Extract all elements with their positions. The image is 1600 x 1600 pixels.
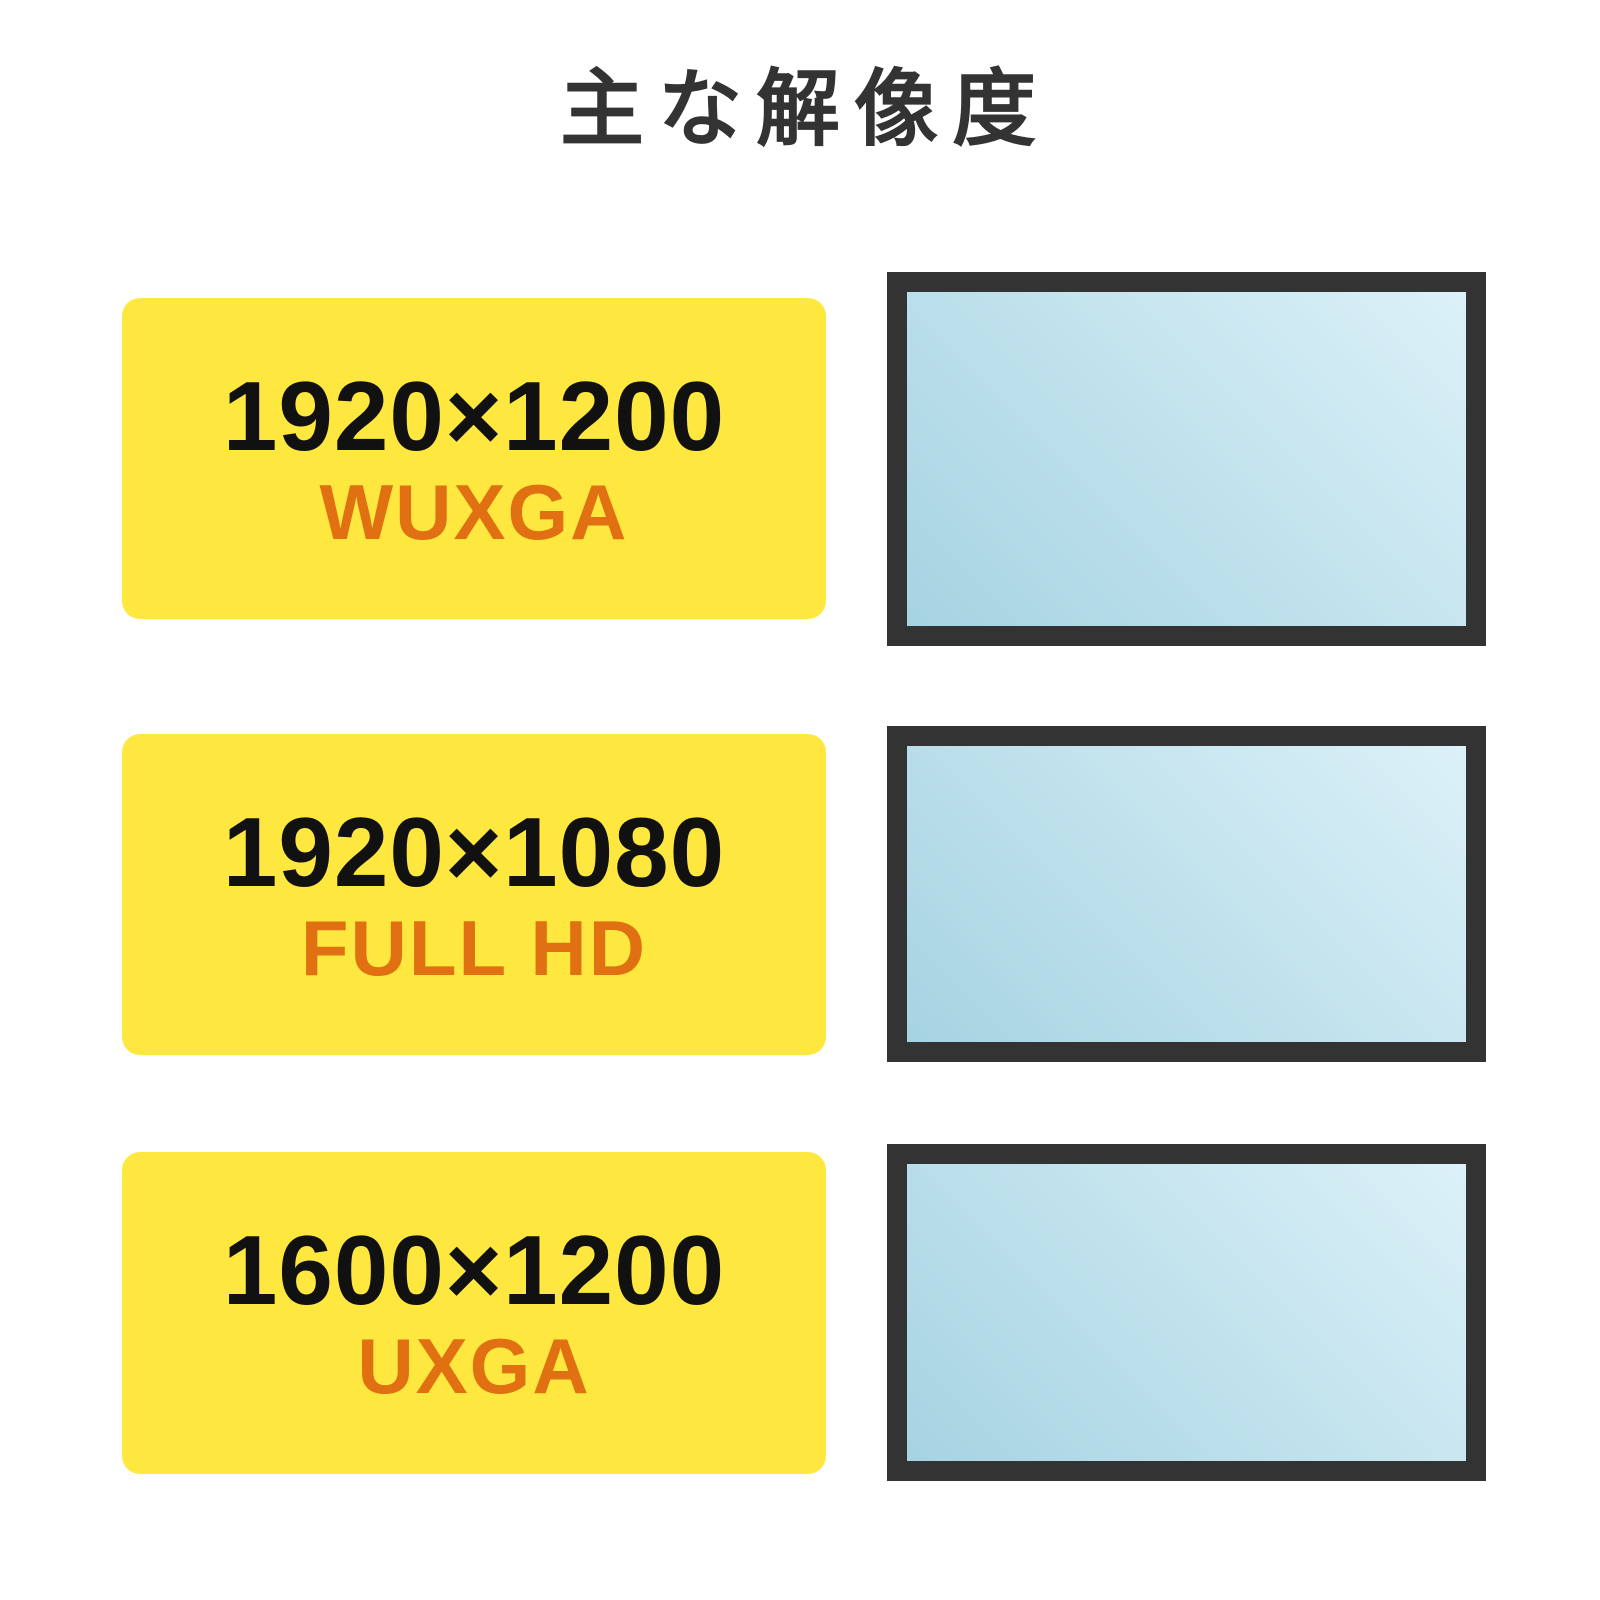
resolution-name: WUXGA <box>319 467 629 556</box>
monitor-illustration-uxga <box>887 1144 1486 1481</box>
monitor-illustration-fullhd <box>887 726 1486 1062</box>
resolution-card-wuxga: 1920×1200 WUXGA <box>122 298 826 619</box>
resolution-name: FULL HD <box>300 903 648 992</box>
resolution-size: 1920×1200 <box>222 360 726 471</box>
resolution-size: 1600×1200 <box>222 1215 726 1325</box>
page-title: 主な解像度 <box>559 60 1050 158</box>
resolution-card-uxga: 1600×1200 UXGA <box>122 1152 826 1474</box>
resolution-name: UXGA <box>357 1322 591 1410</box>
monitor-illustration-wuxga <box>887 272 1486 646</box>
resolution-size: 1920×1080 <box>222 796 726 907</box>
resolution-card-fullhd: 1920×1080 FULL HD <box>122 734 826 1055</box>
